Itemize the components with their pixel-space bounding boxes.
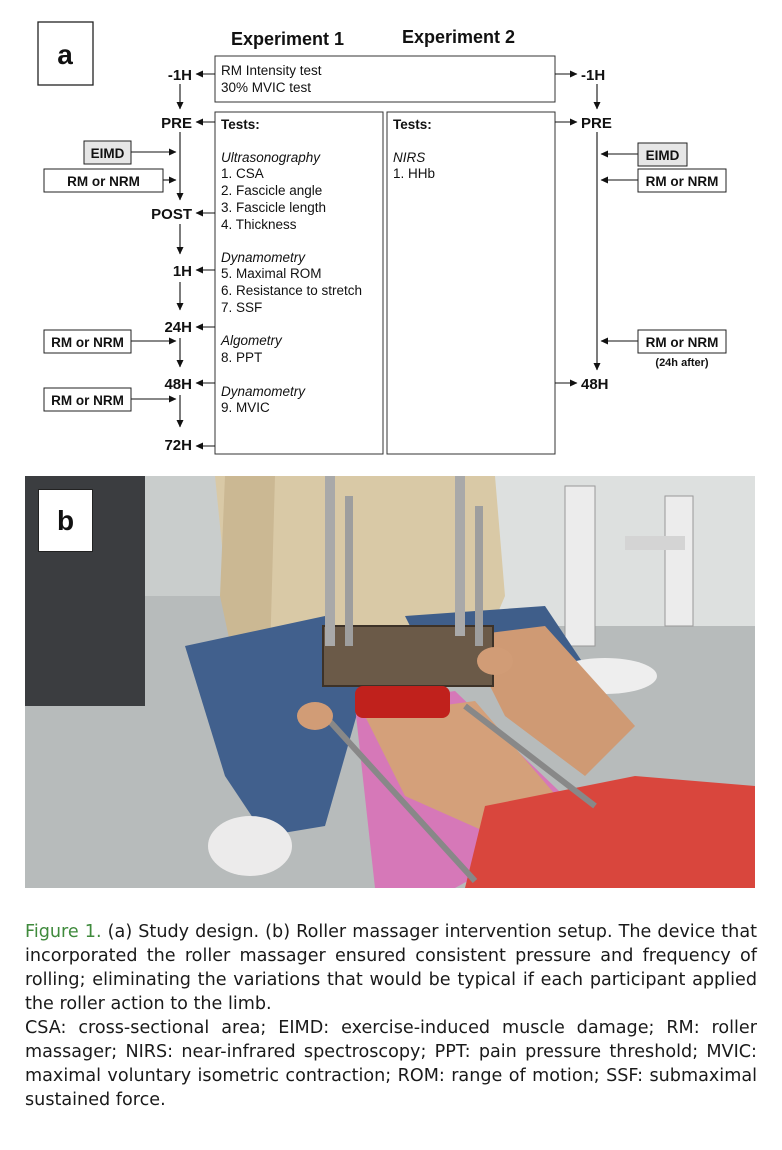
- exp2-tests-title: Tests:: [393, 117, 432, 132]
- panel-b-label: b: [56, 504, 75, 536]
- roller-massager-photo: b: [25, 476, 755, 888]
- caption-main: Figure 1. (a) Study design. (b) Roller m…: [25, 920, 757, 1016]
- rm-nrm-label-left-3: RM or NRM: [51, 393, 124, 408]
- exp1-group-algometry: Algometry: [220, 333, 283, 348]
- exp1-item: 1. CSA: [221, 166, 264, 181]
- timepoint-label: 1H: [173, 263, 192, 280]
- rm-nrm-box-right-1: [637, 168, 727, 193]
- exp1-item: 8. PPT: [221, 350, 262, 365]
- study-design-diagram: a Experiment 1 Experiment 2 RM Intensity…: [37, 21, 727, 455]
- pre-test-line-1: RM Intensity test: [221, 63, 322, 78]
- exp1-item: 7. SSF: [221, 300, 262, 315]
- experiment-2-tests-box: [386, 111, 556, 455]
- timepoint-label-right: PRE: [581, 115, 612, 132]
- rm-nrm-label-right-1: RM or NRM: [646, 174, 719, 189]
- rm-nrm-label-right-2: RM or NRM: [646, 335, 719, 350]
- caption-text: (a) Study design. (b) Roller massager in…: [25, 922, 757, 1014]
- rm-nrm-box-left-2: [43, 329, 132, 354]
- pre-test-line-2: 30% MVIC test: [221, 80, 311, 95]
- exp1-tests-title: Tests:: [221, 117, 260, 132]
- timepoint-label-right: -1H: [581, 67, 605, 84]
- figure-number: Figure 1.: [25, 922, 102, 942]
- exp1-group-ultrasonography: Ultrasonography: [221, 150, 321, 165]
- panel-a-label: a: [57, 39, 73, 70]
- figure-caption: Figure 1. (a) Study design. (b) Roller m…: [25, 920, 757, 1112]
- exp1-item: 4. Thickness: [221, 217, 297, 232]
- exp1-item: 2. Fascicle angle: [221, 183, 322, 198]
- rm-nrm-label-left-2: RM or NRM: [51, 335, 124, 350]
- eimd-box-right: [637, 142, 688, 167]
- timepoint-label: POST: [151, 206, 192, 223]
- timepoint-label: 24H: [164, 319, 192, 336]
- exp2-group-nirs: NIRS: [393, 150, 425, 165]
- timepoint-label: 48H: [164, 376, 192, 393]
- exp1-group-dynamometry: Dynamometry: [221, 250, 306, 265]
- right-note-24h-after: (24h after): [655, 357, 709, 369]
- panel-a-label-box: [37, 21, 94, 86]
- experiment-2-header: Experiment 2: [402, 27, 515, 47]
- timepoint-label: -1H: [168, 67, 192, 84]
- rm-nrm-box-left-3: [43, 387, 132, 412]
- rm-nrm-label-left-1: RM or NRM: [67, 174, 140, 189]
- exp1-item: 6. Resistance to stretch: [221, 283, 362, 298]
- eimd-label-right: EIMD: [646, 148, 680, 163]
- exp1-group-dynamometry-2: Dynamometry: [221, 384, 306, 399]
- eimd-box-left: [83, 140, 132, 165]
- exp1-item: 5. Maximal ROM: [221, 266, 322, 281]
- exp1-item: 3. Fascicle length: [221, 200, 326, 215]
- exp2-item: 1. HHb: [393, 166, 435, 181]
- rm-nrm-box-right-2: [637, 329, 727, 354]
- rm-nrm-box-left-1: [43, 168, 164, 193]
- caption-abbreviations: CSA: cross-sectional area; EIMD: exercis…: [25, 1018, 757, 1110]
- experiment-1-header: Experiment 1: [231, 29, 344, 49]
- timepoint-label-right: 48H: [581, 376, 609, 393]
- exp1-item: 9. MVIC: [221, 400, 270, 415]
- timepoint-label: 72H: [164, 437, 192, 454]
- experiment-1-tests-box: [214, 111, 384, 455]
- panel-b-label-box: b: [38, 489, 93, 552]
- timepoint-label: PRE: [161, 115, 192, 132]
- pre-test-box: [214, 55, 556, 103]
- eimd-label-left: EIMD: [91, 146, 125, 161]
